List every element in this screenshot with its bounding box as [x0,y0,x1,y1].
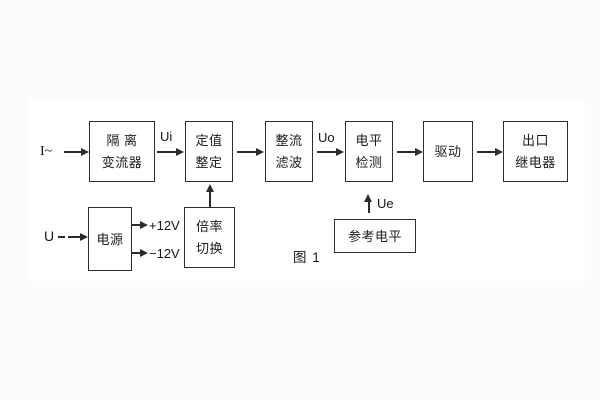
block-setting-adjustment: 定值 整定 [185,121,233,182]
arrow-current-input-head-icon [81,148,89,156]
block-output-relay-line2: 继电器 [515,155,556,170]
block-output-relay-line1: 出口 [521,133,549,148]
input-voltage-label: U [44,228,55,244]
arrow-setting-to-rectifier-line [237,151,256,153]
arrow-driver-to-relay-head-icon [495,148,503,156]
block-setting-adjustment-line2: 整定 [195,155,223,170]
arrow-level-to-driver-head-icon [415,148,423,156]
power-plus12v-label: +12V [149,218,180,233]
arrow-isolation-to-setting-head-icon [176,148,184,156]
arrow-isolation-to-setting-line [157,151,176,153]
power-minus12v-label: −12V [149,246,180,261]
arrow-plus12v-head-icon [140,221,148,229]
block-power-supply: 电源 [88,207,132,271]
arrow-minus12v-line [132,252,140,254]
arrow-level-to-driver-line [397,151,415,153]
input-current-label: I~ [40,144,53,159]
block-rectifier-filter: 整流 滤波 [265,121,313,182]
block-isolation-transformer-line2: 变流器 [101,155,143,170]
signal-ue-label: Ue [377,196,394,211]
arrow-voltage-input-head-icon [80,233,88,241]
block-setting-adjustment-line1: 定值 [195,133,223,148]
block-level-detection: 电平 检测 [345,121,393,182]
signal-uo-label: Uo [318,130,335,145]
arrow-driver-to-relay-line [477,151,495,153]
block-ratio-switch-line2: 切换 [195,241,223,256]
block-level-detection-line2: 检测 [355,155,383,170]
block-isolation-transformer-line1: 隔 离 [106,133,138,148]
arrow-plus12v-line [132,224,140,226]
arrow-setting-to-rectifier-head-icon [256,148,264,156]
block-ratio-switch-line1: 倍率 [195,219,223,234]
block-output-relay: 出口 继电器 [503,121,568,182]
arrow-rectifier-to-level-line [317,151,336,153]
arrow-minus12v-head-icon [140,249,148,257]
arrow-ue-head-icon [364,194,372,202]
arrow-ratio-to-setting-head-icon [206,184,214,192]
arrow-ue-line [368,202,370,213]
block-rectifier-filter-line2: 滤波 [275,155,303,170]
block-reference-level: 参考电平 [334,219,416,253]
arrow-rectifier-to-level-head-icon [336,148,344,156]
arrow-voltage-input-line [68,236,80,238]
signal-ui-label: Ui [160,129,173,144]
figure-caption: 图 1 [293,250,321,265]
block-driver: 驱动 [423,121,473,182]
block-power-supply-line1: 电源 [96,231,124,247]
block-rectifier-filter-line1: 整流 [275,133,303,148]
block-level-detection-line1: 电平 [355,133,383,148]
block-isolation-transformer: 隔 离 变流器 [89,121,155,182]
block-reference-level-line1: 参考电平 [347,228,402,244]
arrow-voltage-input-dash [58,236,65,238]
block-driver-line1: 驱动 [434,144,462,159]
block-ratio-switch: 倍率 切换 [184,207,235,268]
arrow-current-input-line [64,151,81,153]
arrow-ratio-to-setting-line [209,192,211,207]
